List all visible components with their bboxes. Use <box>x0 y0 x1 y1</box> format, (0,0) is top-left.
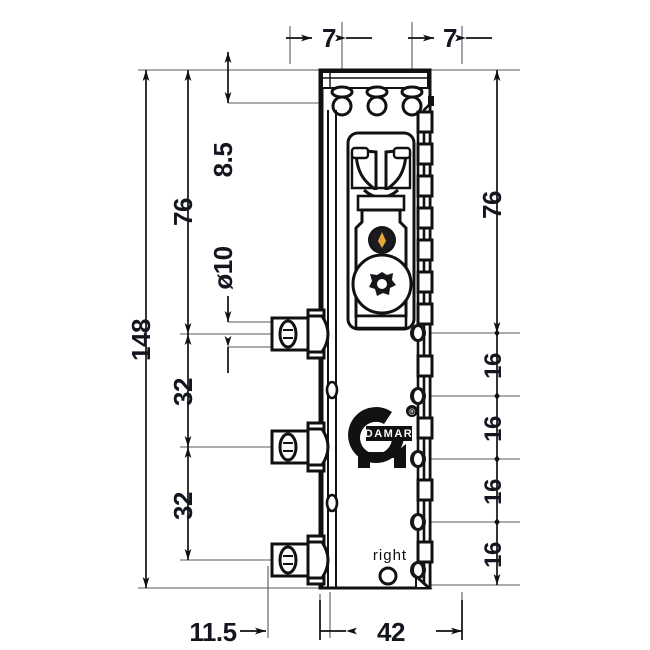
brand-wordmark: DAMAR <box>365 428 413 440</box>
dimtext-16-c: 16 <box>480 479 507 505</box>
dimtext-7-right: 7 <box>443 23 457 53</box>
hinge-arm-1 <box>270 308 330 360</box>
cam-disc <box>351 253 413 315</box>
dimtext-16-b: 16 <box>480 416 507 442</box>
dimtext-11p5: 11.5 <box>189 617 236 647</box>
dimtext-42: 42 <box>377 617 405 647</box>
dimtext-8p5: 8.5 <box>208 143 238 178</box>
orientation-label: right <box>373 547 407 564</box>
bottom-round-hole <box>378 566 398 586</box>
dimtext-76-right: 76 <box>477 191 507 219</box>
hinge-pin-2 <box>306 427 330 467</box>
dimtext-76-left: 76 <box>168 198 198 226</box>
hinge-arm-2 <box>270 421 330 473</box>
hinge-arm-3 <box>270 534 330 586</box>
spine-bearing-holes <box>325 380 339 513</box>
dimtext-16-d: 16 <box>480 542 507 568</box>
rail-screw-heads <box>410 324 426 579</box>
logo-text-band <box>366 426 412 441</box>
extension-lines <box>138 69 520 589</box>
dimtext-7-left: 7 <box>322 23 336 53</box>
dimtext-148: 148 <box>126 319 156 361</box>
hinge-part-geometry <box>270 68 434 590</box>
dimtext-32-upper: 32 <box>168 378 198 406</box>
dimtext-diameter-10: ø10 <box>208 246 238 289</box>
bottom-dimension-lines <box>240 600 463 640</box>
top-screw-holes <box>330 85 424 117</box>
brand-registered-mark: ® <box>409 407 416 417</box>
rail-teeth <box>416 110 434 564</box>
dimtext-32-lower: 32 <box>168 492 198 520</box>
hinge-pin-1 <box>306 314 330 354</box>
brand-logo <box>348 405 418 468</box>
left-dimension-lines <box>142 52 232 588</box>
hinge-pin-3 <box>306 540 330 580</box>
hinge-arms <box>270 308 330 586</box>
bottom-chamfer <box>415 573 433 589</box>
adjustment-screw <box>368 226 396 254</box>
clip-mechanism <box>346 131 416 331</box>
dimtext-16-a: 16 <box>480 353 507 379</box>
